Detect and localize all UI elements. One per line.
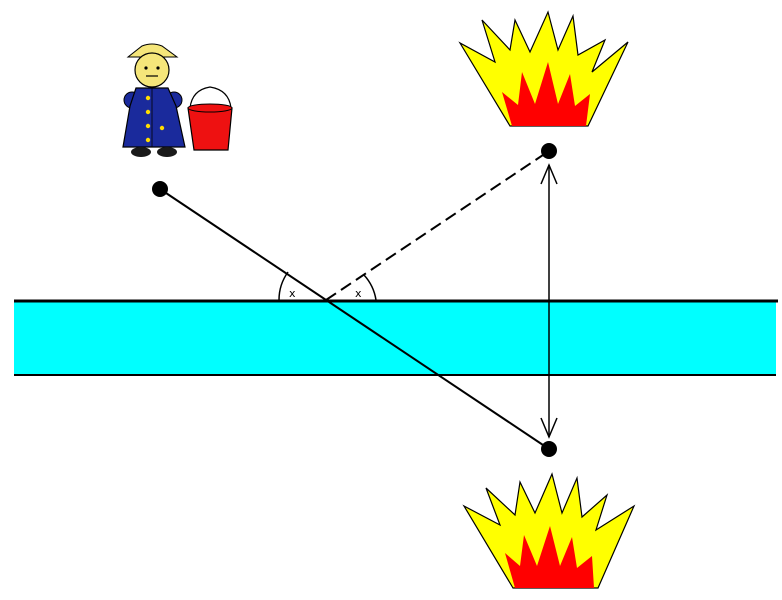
point-fire: [541, 143, 557, 159]
point-firefighter: [152, 181, 168, 197]
mirror-distance-arrow: [540, 163, 558, 439]
fire-icon: [458, 10, 629, 127]
angle-label-left: x: [289, 287, 296, 300]
angle-arc-right: [363, 274, 377, 301]
point-fire-reflection: [541, 441, 557, 457]
path-to-reflection: [159, 188, 550, 450]
firefighter-icon: [122, 43, 186, 157]
river: [14, 301, 776, 375]
bucket-icon: [187, 86, 233, 151]
fire-reflection-icon: [462, 472, 636, 589]
angle-arc-left: [278, 271, 289, 301]
angle-label-right: x: [355, 287, 362, 300]
reflected-path-dashed: [325, 150, 550, 301]
